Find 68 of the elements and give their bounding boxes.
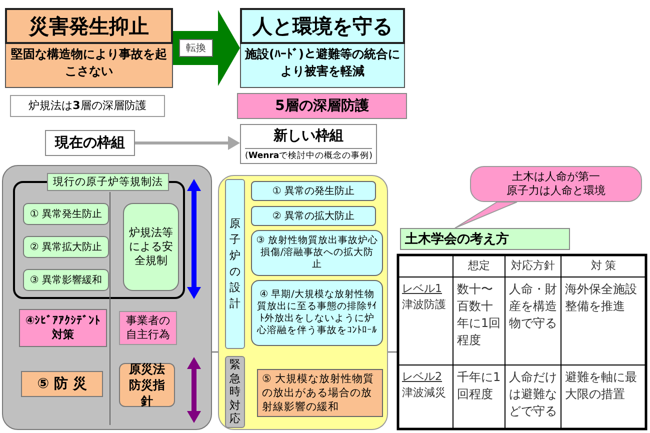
goal-card (5, 8, 173, 88)
label-text: 土木学会の考え方 (405, 230, 509, 248)
layer-box (23, 203, 109, 225)
panel (218, 175, 388, 430)
label-text: ② 異常拡大防止 (30, 240, 102, 254)
table-cell-text: 千年に1回程度 (457, 369, 501, 403)
heading-box (45, 130, 135, 156)
arrow (173, 10, 240, 86)
heading-box (237, 93, 407, 119)
side-label (225, 179, 245, 349)
note-box (10, 95, 165, 117)
label-text: ① 異常発生防止 (30, 208, 102, 220)
layer-box (251, 280, 383, 346)
label-text: 炉規法は3層の深層防護 (28, 99, 146, 113)
arrow (135, 136, 240, 150)
label-text: ① 異常の発生防止 (272, 184, 355, 198)
row-header: レベル1 (402, 281, 443, 296)
regulation-box (119, 363, 175, 407)
table-cell-text: 人命だけは避難などで守る (509, 369, 557, 420)
label-text: ④ 早期/大規模な放射性物質放出に至る事態の排除ｻｲﾄ外放出をしないように炉心溶融を伴う事故をｺﾝﾄﾛｰﾙ (256, 289, 378, 337)
label-text: 新しい枠組 (274, 126, 344, 144)
table-cell-text: 人命・財産を構造物で守る (509, 281, 557, 332)
label-text: 土木は人命が第一 (512, 170, 600, 184)
title-text: 人と環境を守る (240, 8, 405, 44)
table-cell-text: 避難を軸に最大限の措置 (565, 369, 638, 403)
column-header: 対 策 (590, 258, 618, 273)
regulation-box (123, 203, 179, 291)
layer-box (251, 206, 376, 226)
column-header: 想定 (467, 258, 491, 273)
layer-box (251, 181, 376, 201)
note-box (119, 311, 177, 345)
layer-box (21, 371, 103, 397)
layer-box (19, 309, 107, 347)
label-text: ③ 異常影響緩和 (30, 274, 102, 286)
heading-box (240, 124, 377, 164)
heading-box (400, 228, 570, 250)
body-text: 施設(ﾊｰﾄﾞ)と避難等の統合により被害を軽減 (244, 46, 401, 80)
group-title: 現行の原子炉等規制法 (47, 173, 169, 191)
label-text: ⑤ 大規模な放射性物質の放出がある場合の放射線影響の緩和 (262, 372, 375, 414)
label-text: 現在の枠組 (55, 134, 125, 152)
label-text: ④ｼﾋﾞｱｱｸｼﾃﾞﾝﾄ対策 (24, 314, 102, 342)
label-text: ⑤ 防 災 (37, 375, 87, 393)
column-header: 対応方針 (510, 258, 556, 273)
body-text: 堅固な構造物により事故を起こさない (10, 46, 168, 80)
layer-box (257, 369, 383, 417)
label-text: 炉規法等による安全規制 (128, 226, 174, 268)
table-cell-text: 数十〜百数十年に1回程度 (457, 281, 501, 349)
label-text: ③ 放射性物質放出事故炉心損傷/溶融事故への拡大防止 (256, 235, 378, 271)
layer-box (23, 269, 109, 291)
edge-label: 転換 (179, 39, 213, 57)
table-cell-text: 海外保全施設整備を推進 (565, 281, 638, 315)
label-text: 原子炉の設計 (229, 216, 241, 312)
panel (2, 165, 212, 430)
label-text: 原災法防災指針 (128, 361, 166, 409)
side-label (225, 356, 245, 428)
title-text: 災害発生抑止 (5, 8, 173, 44)
row-header: 津波減災 (402, 385, 447, 400)
row-header: レベル2 (402, 369, 443, 384)
subtitle-text: (Wenraで検討中の概念の事例) (245, 148, 372, 162)
label-text: 緊急時対応 (229, 358, 241, 426)
label-text: 原子力は人命と環境 (506, 184, 606, 198)
label-text: ② 異常の拡大防止 (272, 210, 355, 222)
goal-card (240, 8, 405, 88)
callout-pointer (454, 202, 518, 228)
layer-box (23, 236, 109, 258)
label-text: 5層の深層防護 (275, 97, 369, 115)
label-text: 事業者の自主行為 (125, 314, 171, 342)
row-header: 津波防護 (402, 297, 447, 312)
